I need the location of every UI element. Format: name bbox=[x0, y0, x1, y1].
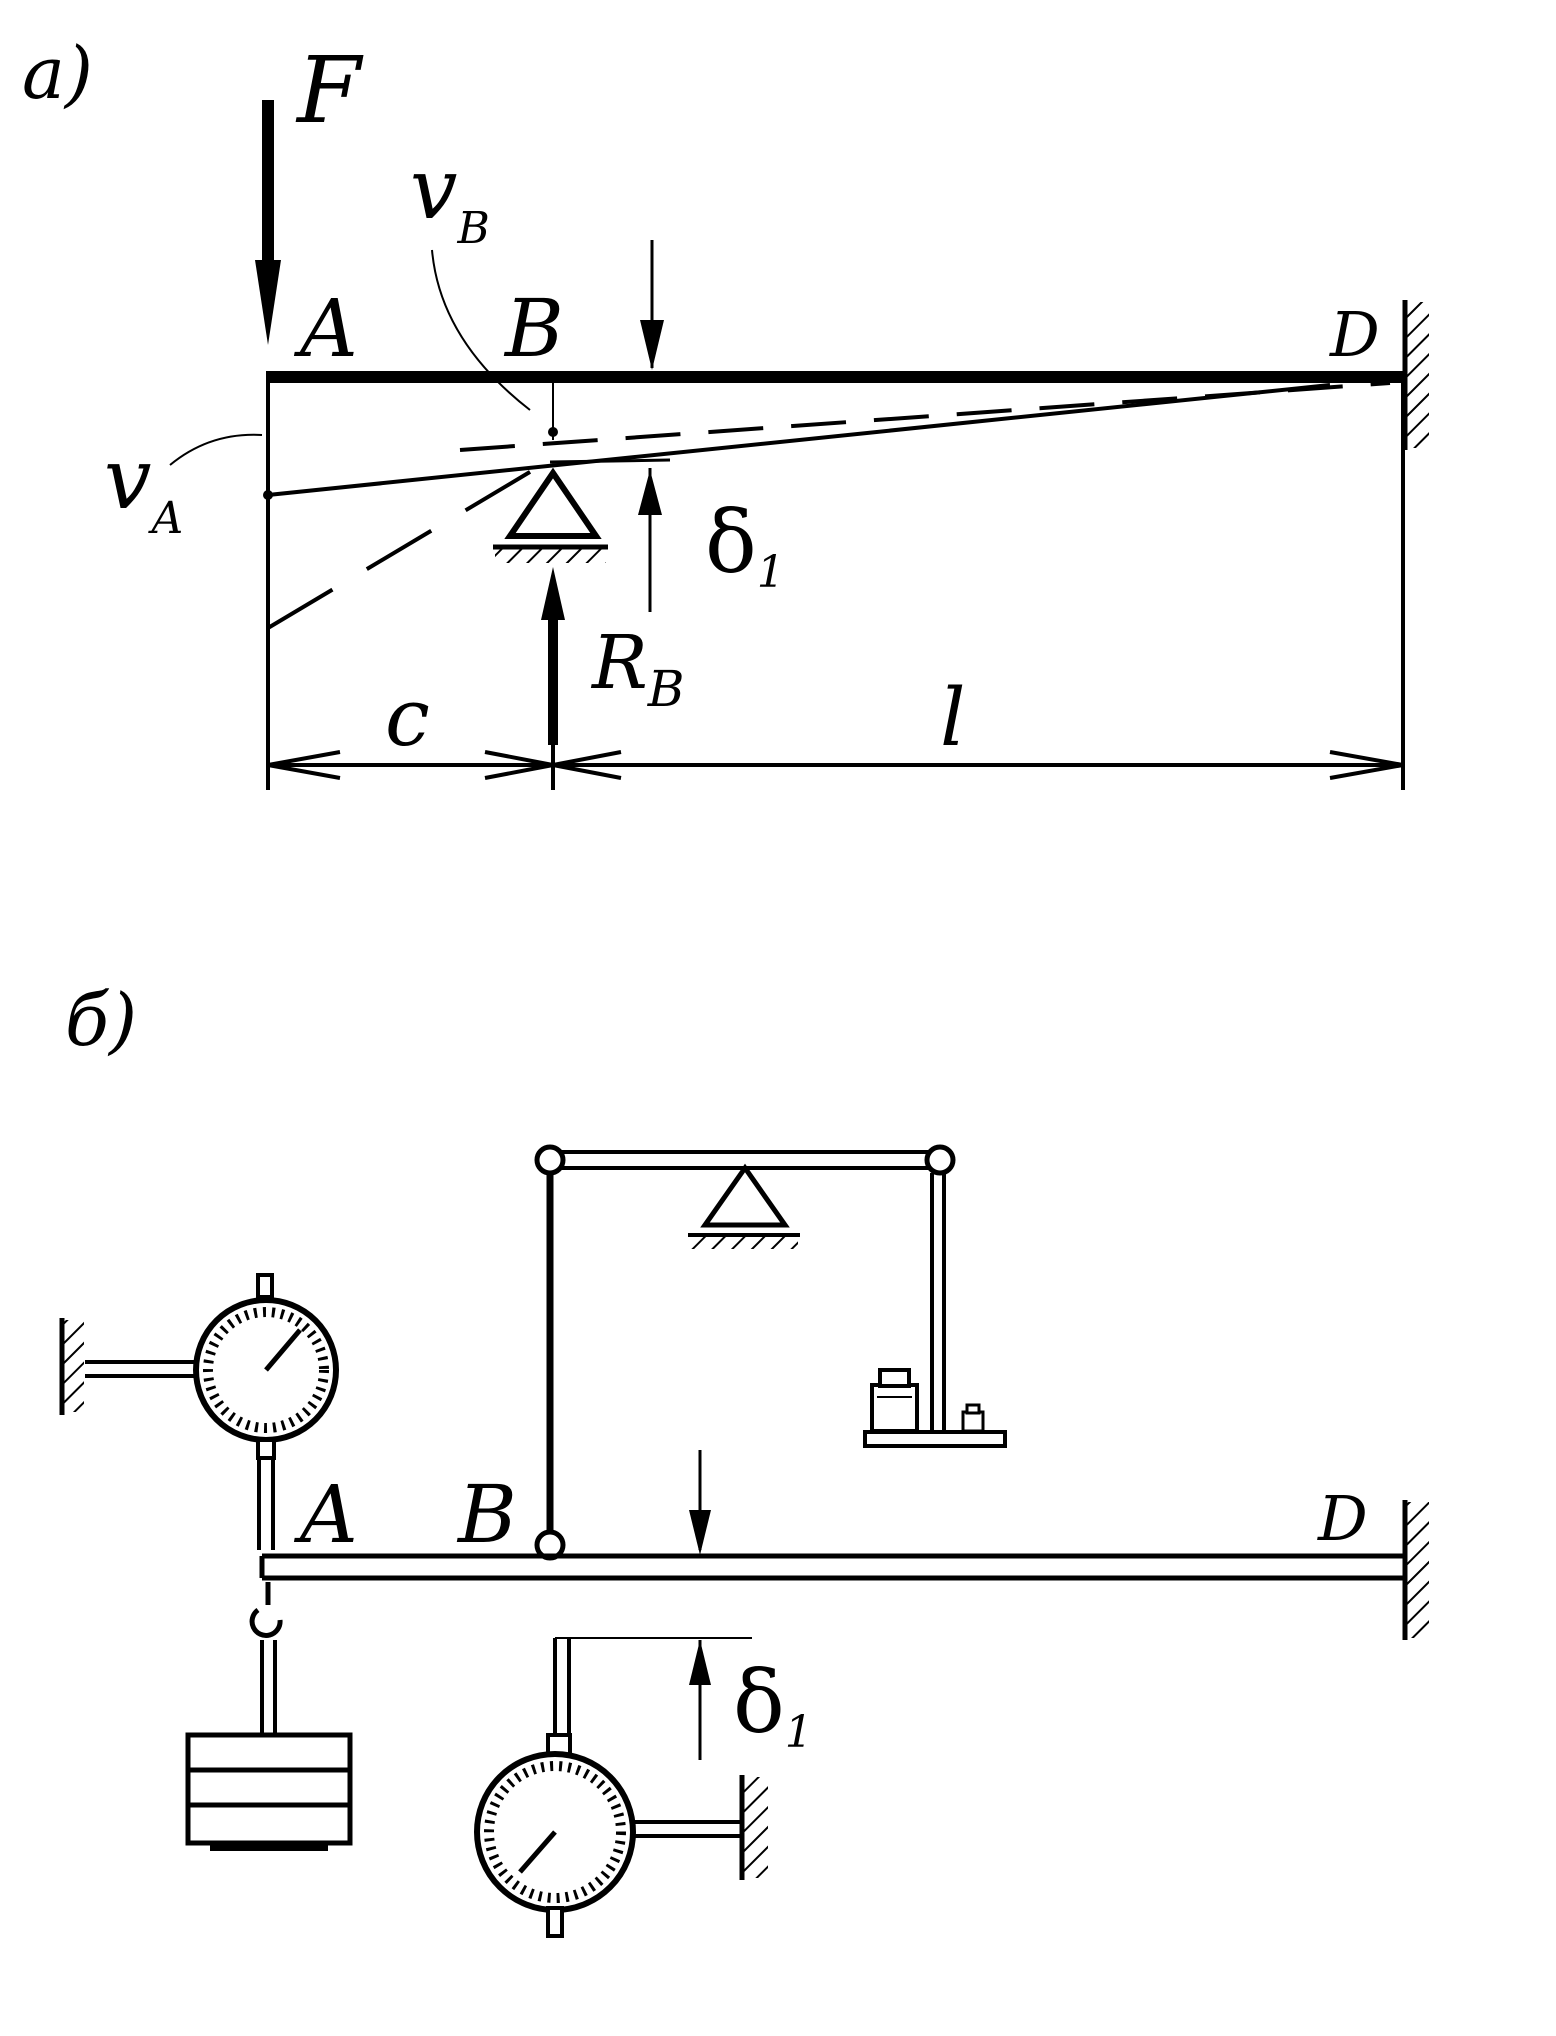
delta-1-main: δ bbox=[705, 493, 757, 593]
point-b-label-b: B bbox=[456, 1468, 517, 1561]
reaction-rb-arrow bbox=[541, 567, 565, 745]
v-b-main: v bbox=[410, 140, 457, 238]
panel-a-label: a) bbox=[22, 31, 93, 115]
point-d-label-b: D bbox=[1317, 1482, 1368, 1555]
reaction-rb-sub: B bbox=[647, 660, 685, 718]
weights-pan bbox=[863, 1368, 1007, 1448]
dim-c-label: c bbox=[385, 671, 430, 764]
dimension-line bbox=[267, 740, 1404, 790]
delta-1-marker bbox=[638, 240, 664, 612]
v-a-main: v bbox=[104, 430, 151, 528]
dial-gauge-upper bbox=[59, 1273, 339, 1550]
v-b-sub: B bbox=[456, 203, 489, 254]
delta-1-main-b: δ bbox=[733, 1653, 785, 1753]
point-b-label: B bbox=[503, 282, 564, 375]
delta-1-sub-b: 1 bbox=[785, 1707, 813, 1758]
reaction-rb-label: RB bbox=[590, 620, 684, 718]
v-a-label: vA bbox=[104, 430, 183, 544]
pin-support-b bbox=[493, 467, 608, 563]
v-a-sub: A bbox=[147, 493, 183, 544]
v-b-label: vB bbox=[410, 140, 490, 254]
fixed-support-d bbox=[1402, 300, 1429, 450]
force-f-label: F bbox=[295, 37, 364, 144]
panel-a: a) F A B D vB bbox=[22, 31, 1429, 790]
reaction-rb-main: R bbox=[590, 620, 648, 706]
point-d-label: D bbox=[1329, 298, 1380, 371]
point-a-label: A bbox=[293, 282, 358, 375]
lever-mechanism bbox=[534, 1144, 956, 1561]
delta-1-label-b: δ1 bbox=[733, 1653, 813, 1758]
delta-1-marker-b bbox=[555, 1450, 752, 1760]
deflected-line-dashed-1 bbox=[459, 381, 1391, 452]
dial-gauge-lower bbox=[474, 1638, 768, 1938]
delta-1-label: δ1 bbox=[705, 493, 785, 598]
hanging-weight bbox=[185, 1582, 353, 1851]
panel-b-label: б) bbox=[65, 978, 137, 1062]
point-a-label-b: A bbox=[293, 1468, 358, 1561]
dim-l-label: l bbox=[940, 671, 966, 764]
panel-b: б) bbox=[59, 978, 1429, 1938]
force-f-arrow bbox=[255, 100, 281, 345]
beam-ad-b bbox=[259, 1553, 1405, 1581]
deflected-line-dashed-2 bbox=[266, 458, 552, 630]
delta-1-sub: 1 bbox=[757, 547, 785, 598]
fixed-support-d-b bbox=[1402, 1500, 1429, 1640]
deflected-line-upper bbox=[267, 383, 1331, 497]
